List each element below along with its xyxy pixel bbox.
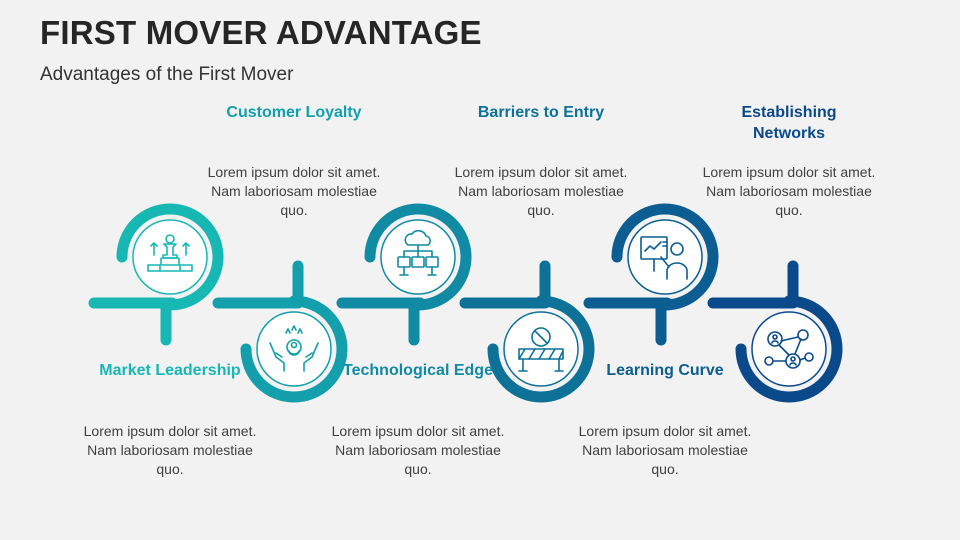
step-3-heading: Technological Edge [343, 362, 493, 379]
step-3-node [336, 203, 472, 346]
step-6-node [707, 260, 843, 403]
step-2-node [212, 260, 348, 403]
step-ring [364, 203, 472, 311]
chess-podium-icon [147, 234, 193, 272]
page-subtitle: Advantages of the First Mover [40, 64, 294, 85]
step-4-heading: Barriers to Entry [477, 104, 605, 121]
cloud-circuit-icon [397, 229, 439, 276]
presenter-board-icon [640, 236, 688, 280]
step-ring [611, 203, 719, 311]
step-6-body: Lorem ipsum dolor sit amet. Nam laborios… [702, 164, 876, 218]
hands-customer-stars-icon [269, 325, 319, 372]
step-1-node [88, 203, 224, 346]
step-4-body: Lorem ipsum dolor sit amet. Nam laborios… [454, 164, 628, 218]
step-3-body: Lorem ipsum dolor sit amet. Nam laborios… [331, 423, 505, 477]
icon-circle [132, 219, 208, 295]
icon-circle [751, 311, 827, 387]
step-5-body: Lorem ipsum dolor sit amet. Nam laborios… [578, 423, 752, 477]
step-ring [735, 295, 843, 403]
step-1-body: Lorem ipsum dolor sit amet. Nam laborios… [83, 423, 257, 477]
step-4-node [459, 260, 595, 403]
step-ring [487, 295, 595, 403]
icon-circle [627, 219, 703, 295]
barrier-no-entry-icon [518, 327, 564, 372]
step-5-node [583, 203, 719, 346]
icon-circle [256, 311, 332, 387]
step-6-heading: Establishing Networks [741, 104, 837, 142]
step-2-body: Lorem ipsum dolor sit amet. Nam laborios… [207, 164, 381, 218]
page-title: FIRST MOVER ADVANTAGE [40, 14, 482, 51]
step-ring [240, 295, 348, 403]
step-5-heading: Learning Curve [606, 362, 724, 379]
step-1-heading: Market Leadership [99, 362, 241, 379]
network-people-icon [764, 329, 814, 369]
step-ring [116, 203, 224, 311]
step-2-heading: Customer Loyalty [226, 104, 362, 121]
